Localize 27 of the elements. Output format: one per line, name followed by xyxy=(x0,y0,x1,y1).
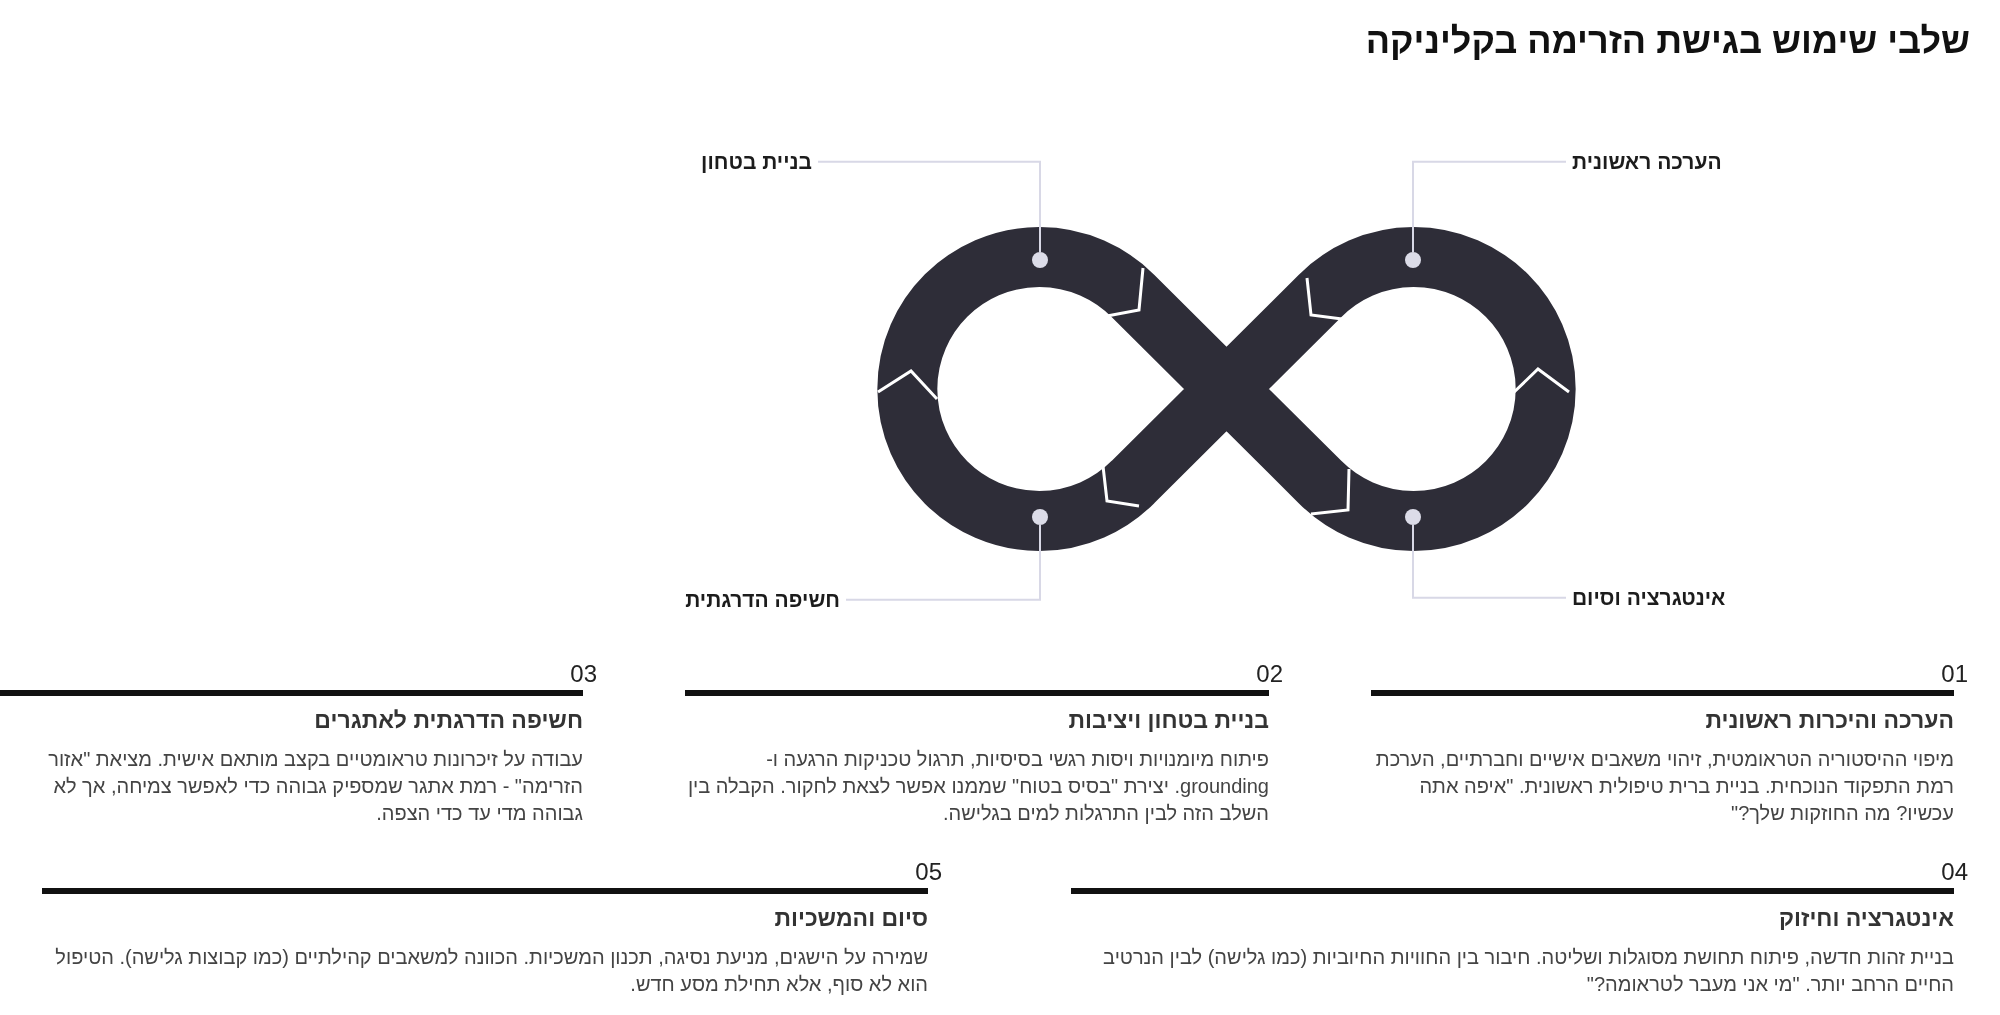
stage-label: אינטגרציה וסיום xyxy=(1572,584,1726,612)
step-description: מיפוי ההיסטוריה הטראומטית, זיהוי משאבים אישיים וחברתיים, הערכת רמת התפקוד הנוכחית. בניית ברית טיפולית ראשונית. "איפה אתה עכשיו? מה החוזקות שלך?" xyxy=(1374,747,1954,826)
step-number: 01 xyxy=(1940,660,1968,688)
step-description: בניית זהות חדשה, פיתוח תחושת מסוגלות ושליטה. חיבור בין החוויות החיוביות (כמו גלישה) לבין הנרטיב החיים הרחב יותר. "מי אני מעבר לטראומה?" xyxy=(1102,945,1954,997)
step-heading: סיום והמשכיות xyxy=(773,904,928,932)
step-description: עבודה על זיכרונות טראומטיים בקצב מותאם אישית. מציאת "אזור הזרימה" - רמת אתגר שמספיק גבוהה כדי לאפשר צמיחה, אך לא גבוהה מדי עד כדי הצפה. xyxy=(47,747,583,826)
step-heading: חשיפה הדרגתית לאתגרים xyxy=(313,706,583,734)
step-card xyxy=(42,888,928,998)
step-description: שמירה על הישגים, מניעת נסיגה, תכנון המשכיות. הכוונה למשאבים קהילתיים (כמו קבוצות גלישה). הטיפול הוא לא סוף, אלא תחילת מסע חדש. xyxy=(54,945,928,997)
step-heading: בניית בטחון ויציבות xyxy=(1067,706,1269,734)
step-number: 02 xyxy=(1255,660,1283,688)
step-card xyxy=(685,690,1269,827)
stage-label: חשיפה הדרגתית xyxy=(685,586,840,614)
step-description: פיתוח מיומנויות ויסות רגשי בסיסיות, תרגול טכניקות הרגעה ו-grounding. יצירת "בסיס בטוח" שממנו אפשר לצאת לחקור. הקבלה בין השלב הזה לבין התרגלות למים בגלישה. xyxy=(686,747,1269,826)
step-heading: אינטגרציה וחיזוק xyxy=(1778,904,1954,932)
leader-line xyxy=(1412,160,1567,253)
leader-line xyxy=(845,524,1041,601)
step-heading: הערכה והיכרות ראשונית xyxy=(1704,706,1954,734)
leader-line xyxy=(817,160,1041,253)
step-number: 04 xyxy=(1940,858,1968,886)
stage-label: הערכה ראשונית xyxy=(1572,148,1722,176)
diagram-title: שלבי שימוש בגישת הזרימה בקליניקה xyxy=(1365,20,1970,62)
stage-label: בניית בטחון xyxy=(701,148,812,176)
step-number: 05 xyxy=(914,858,942,886)
step-card xyxy=(1371,690,1954,827)
leader-line xyxy=(1412,524,1567,599)
step-number: 03 xyxy=(569,660,597,688)
